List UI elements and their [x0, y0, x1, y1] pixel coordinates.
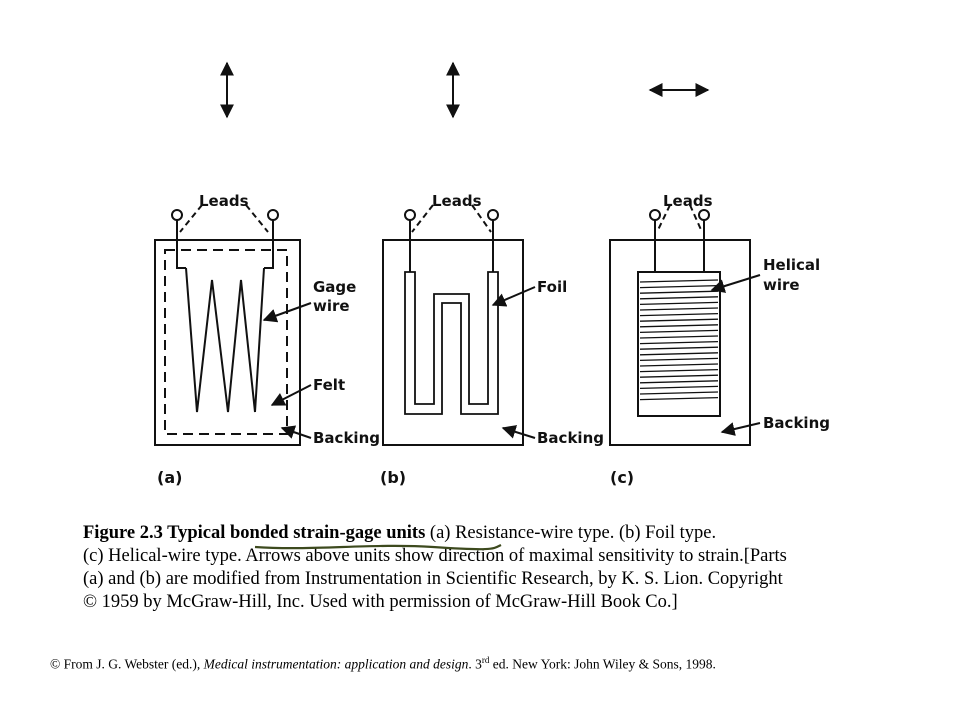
caption-line-1: Figure 2.3 Typical bonded strain-gage un… — [83, 522, 913, 545]
leads-label-a: Leads — [199, 192, 249, 210]
helix-turn — [639, 352, 719, 356]
caption-title: Figure 2.3 Typical bonded strain-gage un… — [83, 523, 426, 543]
leads-label-b: Leads — [432, 192, 482, 210]
helix-turn — [639, 385, 719, 390]
leads-label-c: Leads — [663, 192, 713, 210]
figure-caption: Figure 2.3 Typical bonded strain-gage un… — [83, 522, 913, 614]
helix-turn — [639, 296, 719, 300]
lead-terminal-b-left — [404, 209, 416, 221]
helix-turn — [639, 374, 719, 378]
backing-label-a: Backing — [313, 429, 380, 447]
felt-label: Felt — [313, 376, 345, 394]
helix-turn — [639, 346, 719, 350]
helical-wire-c — [639, 279, 719, 401]
helix-turn — [639, 301, 719, 306]
helix-turn — [639, 324, 719, 328]
helix-turn — [639, 312, 719, 317]
helix-turn — [639, 329, 719, 334]
lead-terminal-b-right — [487, 209, 499, 221]
part-label-a: (a) — [157, 468, 182, 487]
lead-terminal-a-right — [267, 209, 279, 221]
helix-turn — [639, 290, 719, 294]
helix-turn — [639, 357, 719, 362]
caption-line-3: (a) and (b) are modified from Instrument… — [83, 569, 783, 589]
caption-line-1-rest: (a) Resistance-wire type. (b) Foil type. — [425, 523, 717, 543]
helical-wire-label-line2: wire — [763, 276, 800, 294]
helix-turn — [639, 279, 719, 283]
handwritten-underline — [254, 544, 502, 551]
gage-wire-label-line1: Gage — [313, 278, 356, 296]
helix-turn — [639, 284, 719, 289]
gage-wire-a — [185, 267, 265, 413]
helical-core-c — [637, 271, 721, 417]
helix-turn — [639, 335, 719, 339]
helix-turn — [639, 396, 719, 401]
helix-turn — [639, 363, 719, 367]
gage-unit-a: Leads Gage wire Felt Backing (a) — [154, 192, 380, 487]
helical-wire-label-line1: Helical — [763, 256, 820, 274]
helix-turn — [639, 318, 719, 322]
backing-b — [382, 239, 524, 446]
helix-turn — [639, 391, 719, 395]
helix-turn — [639, 307, 719, 311]
backing-label-b: Backing — [537, 429, 604, 447]
gage-wire-label-line2: wire — [313, 297, 350, 315]
helix-turn — [639, 340, 719, 345]
gage-unit-c: Leads Helical wire Backing (c) — [609, 192, 830, 487]
credit-book-title: Medical instrumentation: application and… — [203, 656, 469, 672]
caption-line-4: © 1959 by McGraw-Hill, Inc. Used with pe… — [83, 592, 678, 612]
caption-line-2: (c) Helical-wire type. Arrows above unit… — [83, 546, 787, 566]
foil-label: Foil — [537, 278, 567, 296]
backing-c — [609, 239, 751, 446]
credit-prefix: © From J. G. Webster (ed.), — [50, 656, 204, 672]
helix-turn — [639, 368, 719, 373]
credit-edition: . 3 — [468, 656, 482, 672]
credit-suffix: ed. New York: John Wiley & Sons, 1998. — [489, 656, 716, 672]
backing-label-c: Backing — [763, 414, 830, 432]
lead-terminal-c-left — [649, 209, 661, 221]
source-credit: © From J. G. Webster (ed.), Medical inst… — [50, 655, 930, 673]
foil-grid-b — [404, 271, 499, 415]
part-label-c: (c) — [610, 468, 634, 487]
gage-unit-b: Leads Foil Backing (b) — [380, 192, 604, 487]
lead-terminal-c-right — [698, 209, 710, 221]
lead-terminal-a-left — [171, 209, 183, 221]
part-label-b: (b) — [380, 468, 406, 487]
helix-turn — [639, 380, 719, 384]
backing-a — [154, 239, 301, 446]
felt-a — [164, 249, 288, 435]
credit-edition-sup: rd — [481, 655, 490, 665]
